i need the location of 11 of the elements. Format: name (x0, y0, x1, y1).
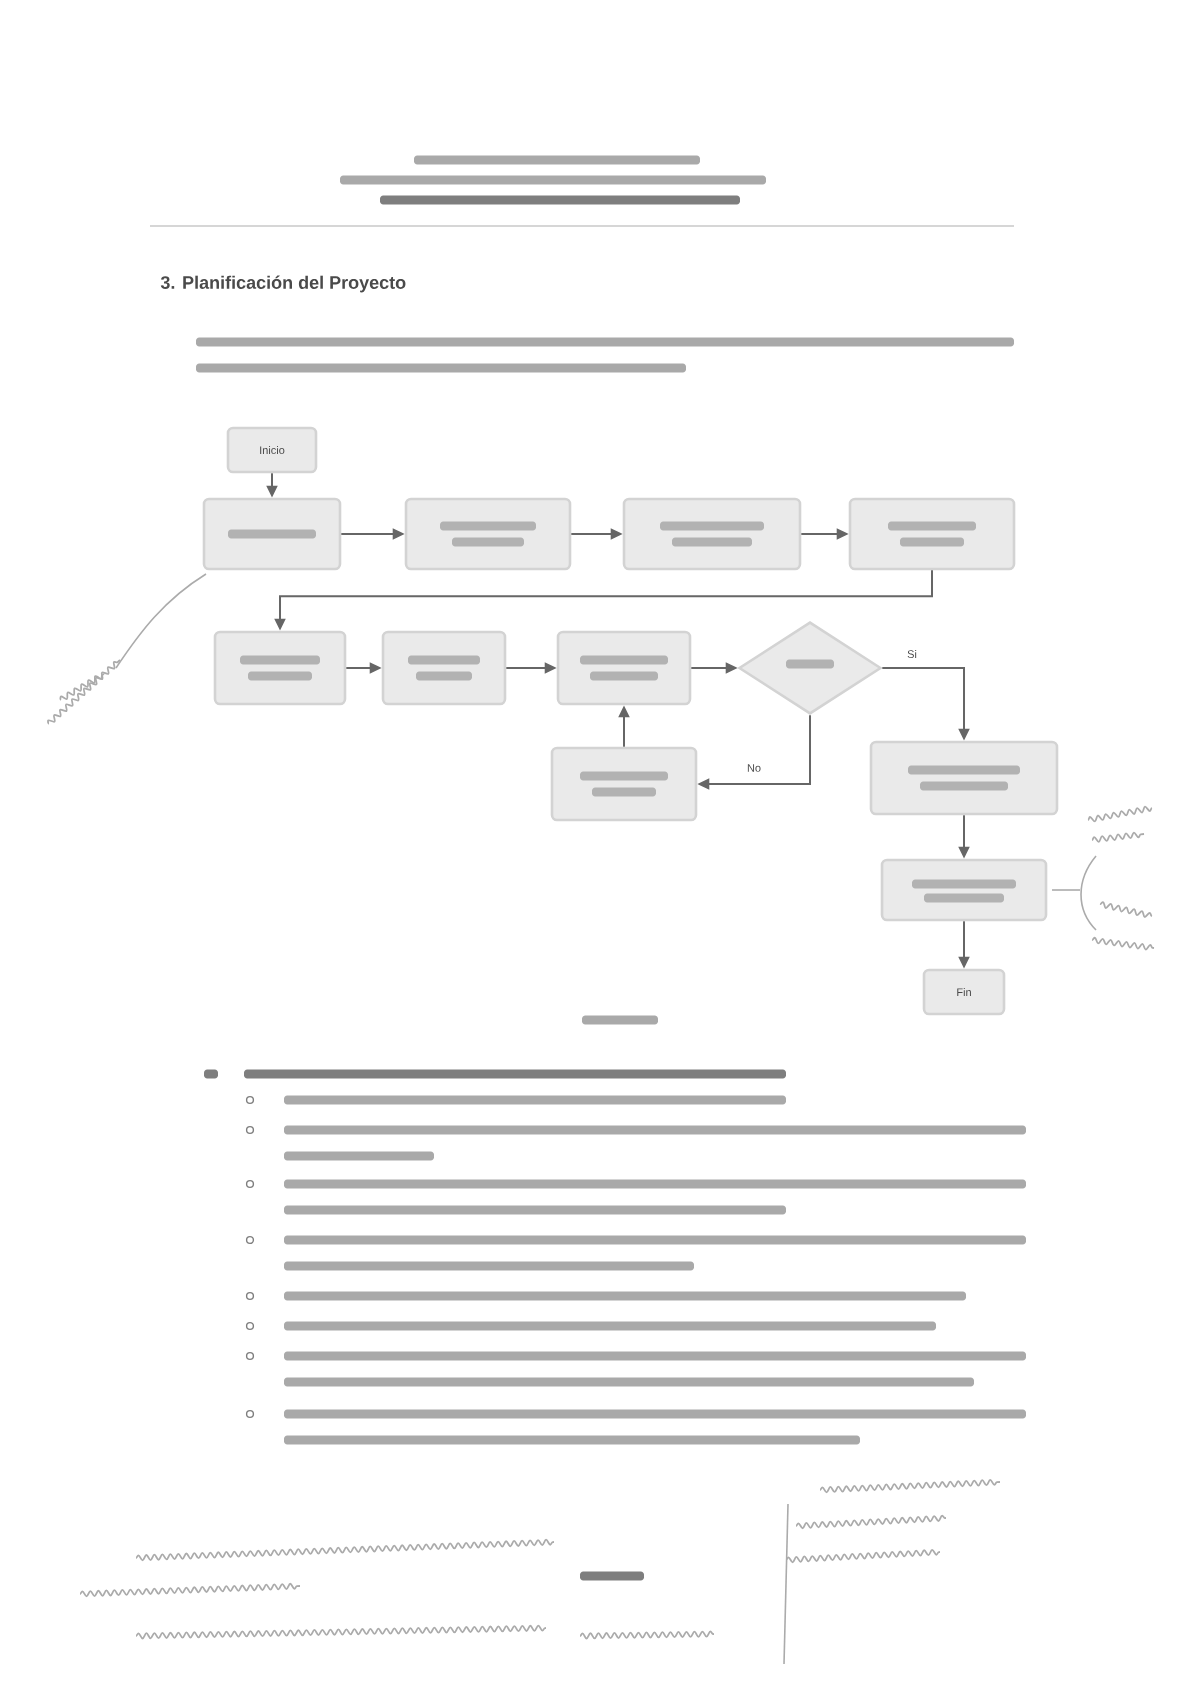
process-box (556, 630, 692, 706)
section-heading: 3. Planificación del Proyecto (160, 275, 406, 293)
process-box (404, 497, 572, 571)
process-box (622, 497, 802, 571)
process-box (869, 740, 1059, 816)
process-box (213, 630, 347, 706)
process-box (202, 497, 342, 571)
process-box (848, 497, 1016, 571)
process-box (880, 858, 1048, 922)
process-box (381, 630, 507, 706)
process-box (550, 746, 698, 822)
